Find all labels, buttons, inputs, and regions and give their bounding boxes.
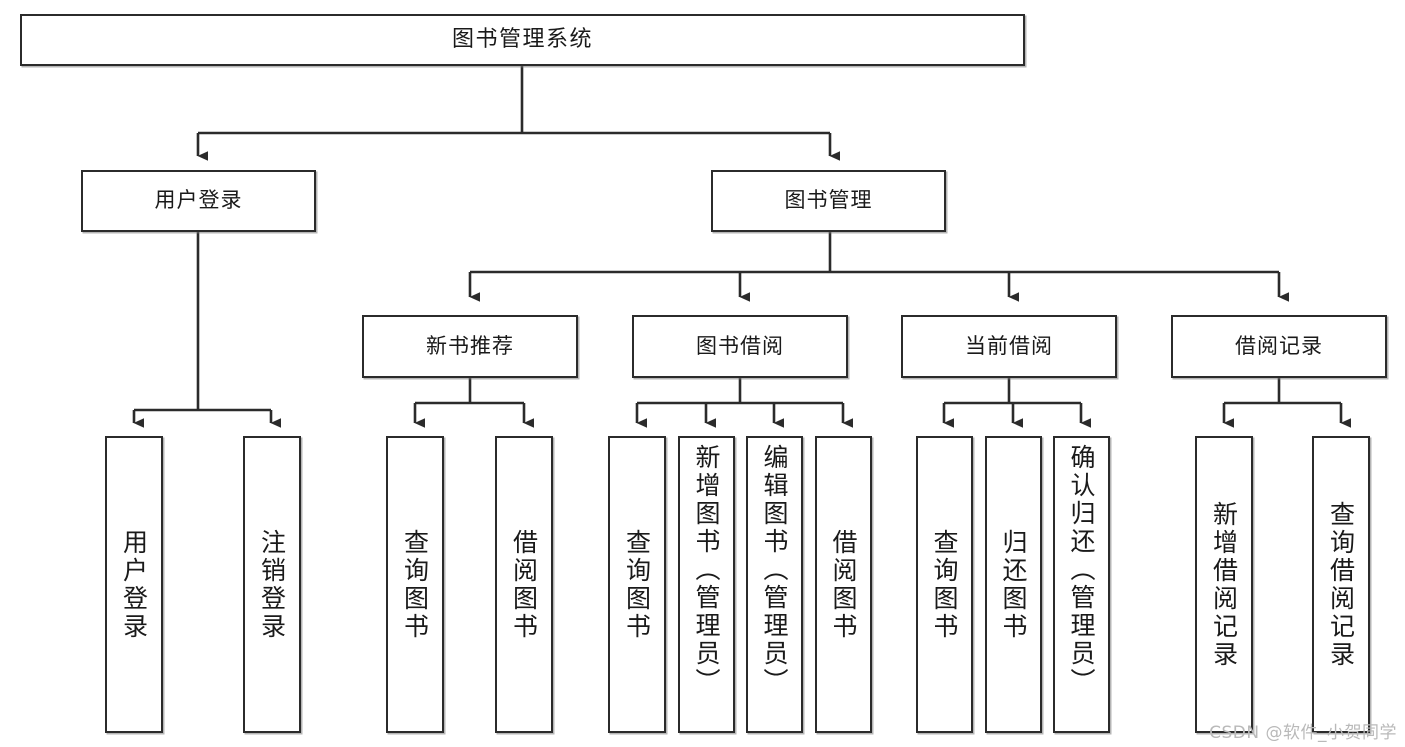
node-book-borrow[interactable]: 图书借阅 (632, 315, 848, 378)
node-label: 查询图书 (930, 528, 959, 641)
node-label: 借阅图书 (509, 528, 539, 641)
node-label: 用户登录 (119, 528, 149, 641)
node-borrow-record[interactable]: 借阅记录 (1171, 315, 1387, 378)
node-user-login[interactable]: 用户登录 (81, 170, 316, 232)
node-label: 新书推荐 (426, 333, 514, 358)
node-label: 编辑图书（管理员） (760, 444, 789, 696)
node-root-book-management-system[interactable]: 图书管理系统 (20, 14, 1025, 66)
node-label: 新增图书（管理员） (692, 444, 721, 696)
leaf-confirm-return-admin[interactable]: 确认归还（管理员） (1053, 436, 1110, 733)
node-label: 查询图书 (400, 528, 430, 641)
leaf-borrow-book-recommend[interactable]: 借阅图书 (495, 436, 553, 733)
node-label: 归还图书 (999, 528, 1028, 641)
leaf-return-book[interactable]: 归还图书 (985, 436, 1042, 733)
leaf-logout-login[interactable]: 注销登录 (243, 436, 301, 733)
node-label: 查询借阅记录 (1326, 500, 1356, 669)
node-new-book-recommend[interactable]: 新书推荐 (362, 315, 578, 378)
node-label: 当前借阅 (965, 333, 1053, 358)
node-label: 新增借阅记录 (1209, 500, 1239, 669)
node-label: 用户登录 (154, 188, 243, 213)
node-label: 借阅记录 (1235, 333, 1323, 358)
node-current-borrow[interactable]: 当前借阅 (901, 315, 1117, 378)
node-label: 注销登录 (257, 528, 287, 641)
leaf-borrow-book-borrow[interactable]: 借阅图书 (815, 436, 872, 733)
csdn-watermark: CSDN @软件_小贺同学 (1209, 723, 1397, 743)
leaf-user-login[interactable]: 用户登录 (105, 436, 163, 733)
node-label: 图书借阅 (696, 333, 784, 358)
node-book-management[interactable]: 图书管理 (711, 170, 946, 232)
leaf-add-borrow-record[interactable]: 新增借阅记录 (1195, 436, 1253, 733)
leaf-query-book-borrow[interactable]: 查询图书 (608, 436, 666, 733)
node-label: 确认归还（管理员） (1067, 444, 1096, 696)
node-label: 图书管理系统 (451, 26, 593, 52)
leaf-edit-book-admin[interactable]: 编辑图书（管理员） (746, 436, 803, 733)
node-label: 借阅图书 (829, 528, 858, 641)
leaf-add-book-admin[interactable]: 新增图书（管理员） (678, 436, 735, 733)
node-label: 查询图书 (622, 528, 652, 641)
node-label: 图书管理 (784, 188, 873, 213)
leaf-query-book-current[interactable]: 查询图书 (916, 436, 973, 733)
leaf-query-borrow-record[interactable]: 查询借阅记录 (1312, 436, 1370, 733)
leaf-query-book-recommend[interactable]: 查询图书 (386, 436, 444, 733)
